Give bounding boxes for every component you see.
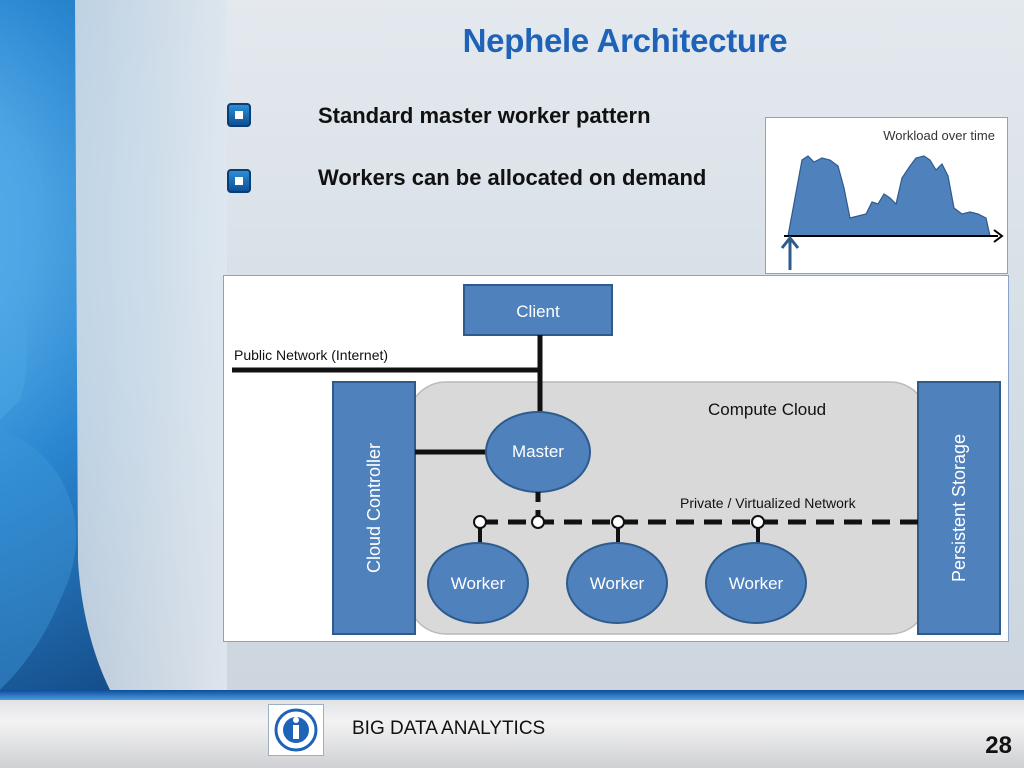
cloud-controller-box	[332, 381, 416, 635]
persistent-storage-box	[917, 381, 1001, 635]
worker-label-2: Worker	[590, 574, 645, 593]
cloud-controller-label: Cloud Controller	[364, 443, 384, 573]
private-network-label: Private / Virtualized Network	[680, 495, 857, 511]
network-node	[611, 515, 625, 529]
compute-cloud-label: Compute Cloud	[708, 400, 826, 419]
bullet-icon	[227, 103, 251, 127]
slide-title: Nephele Architecture	[462, 22, 788, 59]
bullet-text-1: Standard master worker pattern	[318, 103, 651, 128]
network-node	[751, 515, 765, 529]
worker-node-2	[566, 542, 668, 624]
public-network-label: Public Network (Internet)	[234, 347, 388, 363]
workload-chart-title: Workload over time	[883, 128, 995, 143]
workload-chart: Workload over time	[765, 117, 1008, 274]
worker-label-3: Worker	[729, 574, 784, 593]
network-node	[531, 515, 545, 529]
client-box	[463, 284, 613, 336]
network-node	[473, 515, 487, 529]
persistent-storage-label: Persistent Storage	[949, 434, 969, 582]
master-label: Master	[512, 442, 564, 461]
bullet-icon	[227, 169, 251, 193]
footer-course-title: BIG DATA ANALYTICS	[352, 718, 546, 739]
footer	[0, 690, 1024, 768]
footer-stripe	[0, 690, 1024, 700]
bullet-text-2: Workers can be allocated on demand	[318, 165, 707, 190]
worker-node-1	[427, 542, 529, 624]
time-axis-arrow-icon	[993, 229, 1004, 243]
up-arrow-icon	[780, 235, 800, 249]
logo-icon	[268, 704, 324, 756]
workload-area	[787, 155, 991, 237]
client-label: Client	[516, 302, 560, 321]
architecture-graphic: Compute Cloud Public Network (Internet) …	[232, 284, 1001, 635]
architecture-diagram: Compute Cloud Public Network (Internet) …	[223, 275, 1009, 642]
worker-node-3	[705, 542, 807, 624]
workload-chart-graphic	[780, 155, 1004, 270]
worker-label-1: Worker	[451, 574, 506, 593]
page-number: 28	[985, 732, 1012, 759]
